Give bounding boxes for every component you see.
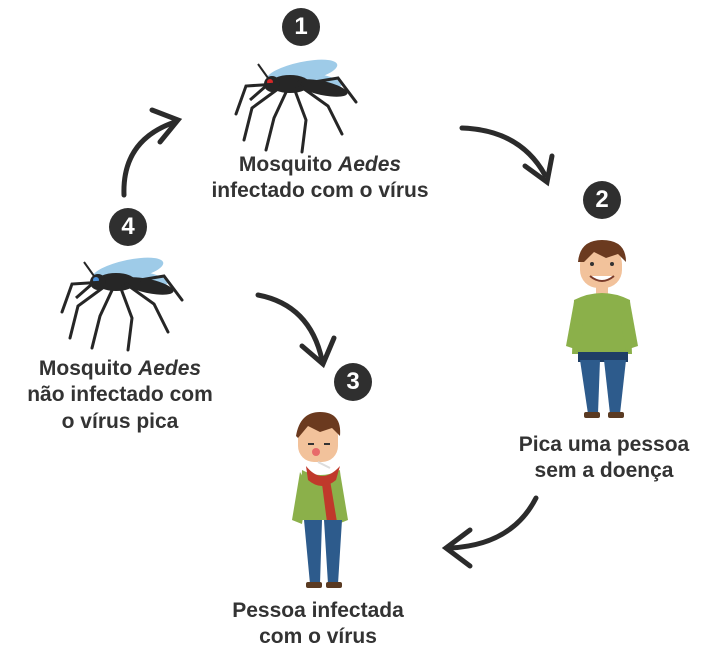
step-4-line-1: Mosquito Aedes xyxy=(10,356,230,382)
step-4-line-2: não infectado com xyxy=(27,383,213,407)
step-2-label: Pica uma pessoa sem a doença xyxy=(494,432,714,485)
arrow-4-to-1 xyxy=(121,107,183,198)
step-2-badge: 2 xyxy=(583,181,621,219)
step-2-line-2: sem a doença xyxy=(534,459,674,483)
step-1-label: Mosquito Aedes infectado com o vírus xyxy=(170,152,470,205)
uninfected-mosquito-icon xyxy=(60,257,184,352)
step-4-line-3: o vírus pica xyxy=(61,409,179,433)
step-4-prefix: Mosquito xyxy=(38,357,139,380)
step-1-badge: 1 xyxy=(282,8,320,46)
sick-person-icon xyxy=(292,412,348,588)
step-1-line-2: infectado com o vírus xyxy=(211,179,429,203)
arrow-1-to-2 xyxy=(459,125,555,187)
healthy-person-icon xyxy=(566,240,638,418)
step-1-prefix: Mosquito xyxy=(238,153,339,176)
step-2-line-1: Pica uma pessoa xyxy=(518,433,690,456)
step-4-badge: 4 xyxy=(109,208,147,246)
step-3-badge: 3 xyxy=(334,363,372,401)
step-4-label: Mosquito Aedes não infectado com o vírus… xyxy=(10,356,230,435)
arrow-4-to-3 xyxy=(255,292,337,369)
infected-mosquito-icon xyxy=(234,59,358,154)
step-3-label: Pessoa infectada com o vírus xyxy=(218,598,418,651)
step-1-italic: Aedes xyxy=(338,153,402,176)
step-3-line-2: com o vírus xyxy=(259,625,377,649)
step-4-italic: Aedes xyxy=(138,357,202,380)
step-3-line-1: Pessoa infectada xyxy=(232,599,404,622)
step-1-line-1: Mosquito Aedes xyxy=(170,152,470,178)
arrow-2-to-3 xyxy=(441,495,539,569)
